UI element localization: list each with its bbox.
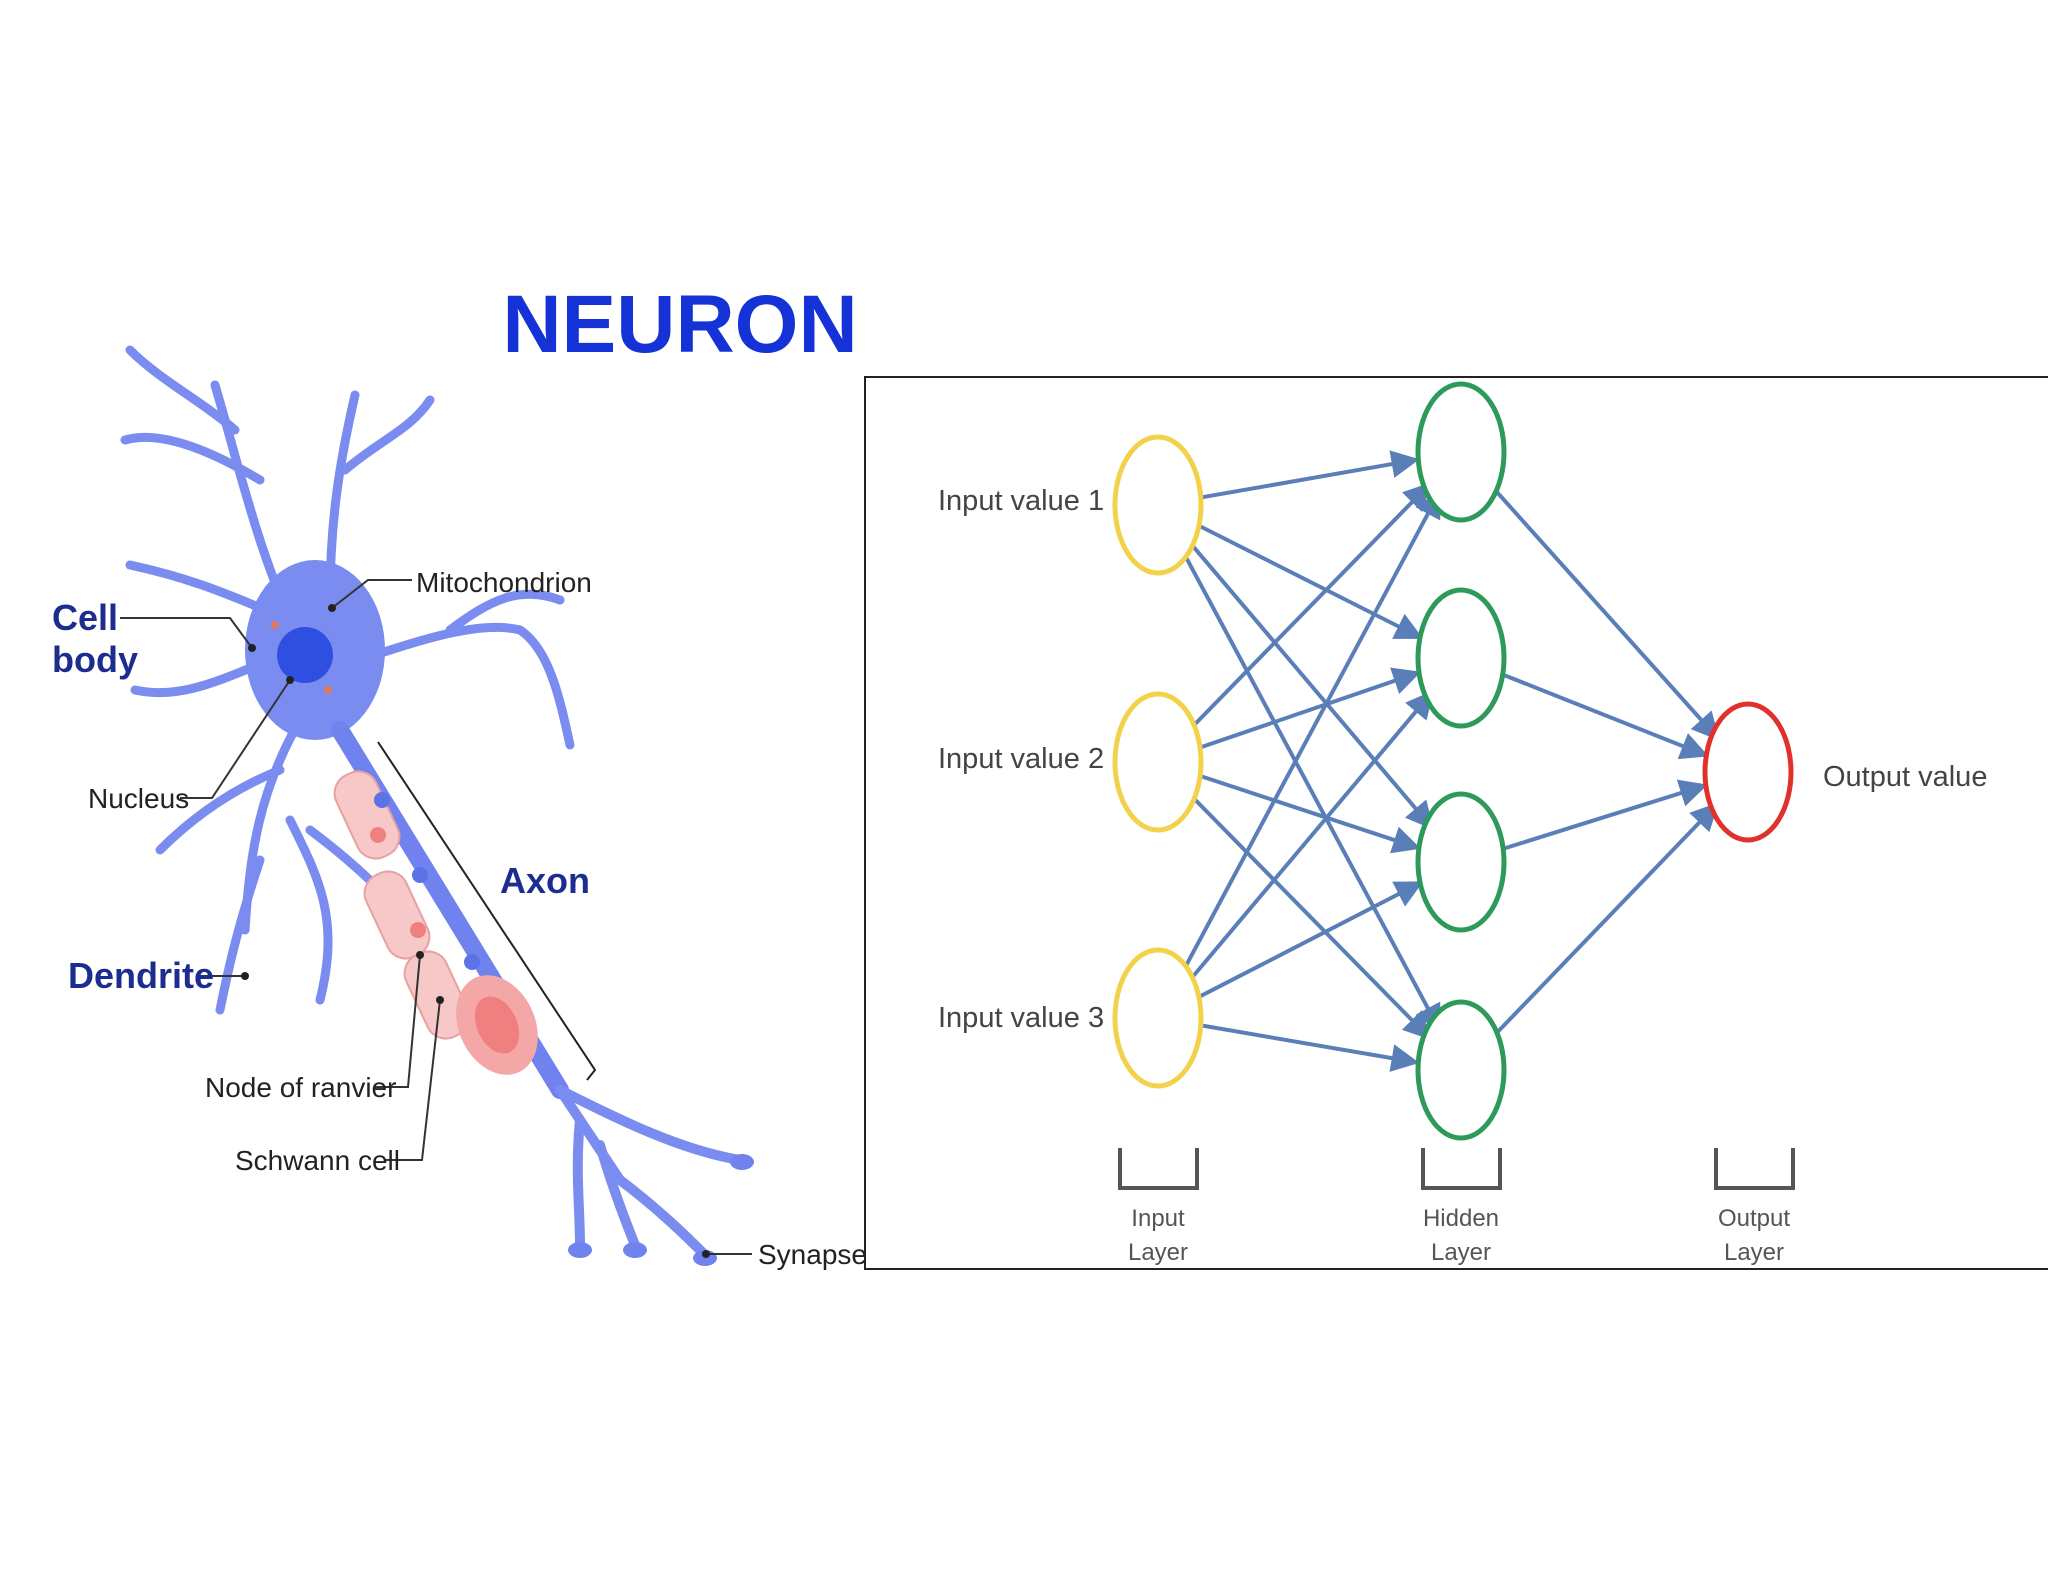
connection-arrow-2 [1184,536,1434,830]
synapse-terminals [568,1154,754,1266]
layer-label-hidden: Hidden [1423,1205,1499,1232]
layer-brackets [1118,1148,1795,1190]
hidden-node-4 [1415,999,1507,1141]
input-label-2: Input value 2 [938,743,1104,775]
label-mitochondrion: Mitochondrion [416,567,592,598]
label-cell-body: body [52,639,138,680]
neuron-illustration: Cell body Mitochondrion Nucleus Axon Den… [52,345,867,1270]
axon [331,721,569,1099]
nucleus [277,627,333,683]
layer-label-hidden: Layer [1431,1239,1491,1266]
layer-label-output: Output [1718,1205,1790,1232]
input-node-3 [1112,947,1204,1089]
network-nodes [1112,381,1794,1141]
label-nucleus: Nucleus [88,783,189,814]
connection-arrow-6 [1198,773,1421,854]
mitochondrion [324,686,332,694]
connection-arrow-12 [1488,482,1720,741]
connection-arrow-13 [1500,672,1709,760]
input-label-3: Input value 3 [938,1002,1104,1034]
output-node [1702,701,1794,843]
connection-arrow-7 [1186,791,1432,1040]
input-label-1: Input value 1 [938,485,1104,517]
leader-lines [120,579,752,1255]
network-panel: Input value 1 Input value 2 Input value … [864,376,2048,1270]
label-dendrite: Dendrite [68,955,214,996]
label-schwann-cell: Schwann cell [235,1145,400,1176]
network-edges [1176,450,1720,1072]
connection-arrow-8 [1176,489,1442,982]
hidden-node-2 [1415,587,1507,729]
label-synapse: Synapse [758,1239,867,1270]
mitochondrion [271,621,279,629]
axon-bracket [377,741,597,1081]
hidden-node-1 [1415,381,1507,523]
label-cell-body: Cell [52,597,118,638]
layer-label-input: Layer [1128,1239,1188,1266]
axon-terminals [555,1085,745,1260]
connection-arrow-10 [1195,880,1424,1001]
label-axon: Axon [500,860,590,901]
leader-dots [241,604,710,1258]
connection-arrow-11 [1200,1023,1420,1072]
layer-label-output: Layer [1724,1239,1784,1266]
connection-arrow-4 [1186,482,1432,733]
connection-arrow-5 [1198,667,1422,750]
connection-arrow-0 [1200,450,1420,500]
input-node-1 [1112,434,1204,576]
layer-label-input: Input [1131,1205,1185,1232]
connection-arrow-14 [1501,779,1708,852]
connection-arrow-15 [1489,802,1719,1041]
input-node-2 [1112,691,1204,833]
label-node-of-ranvier: Node of ranvier [205,1072,396,1103]
hidden-node-3 [1415,791,1507,933]
page-title: NEURON [502,279,857,370]
output-label: Output value [1823,761,1987,793]
connection-arrow-3 [1176,541,1442,1033]
connection-arrow-1 [1195,522,1424,640]
connection-arrow-9 [1184,690,1434,987]
